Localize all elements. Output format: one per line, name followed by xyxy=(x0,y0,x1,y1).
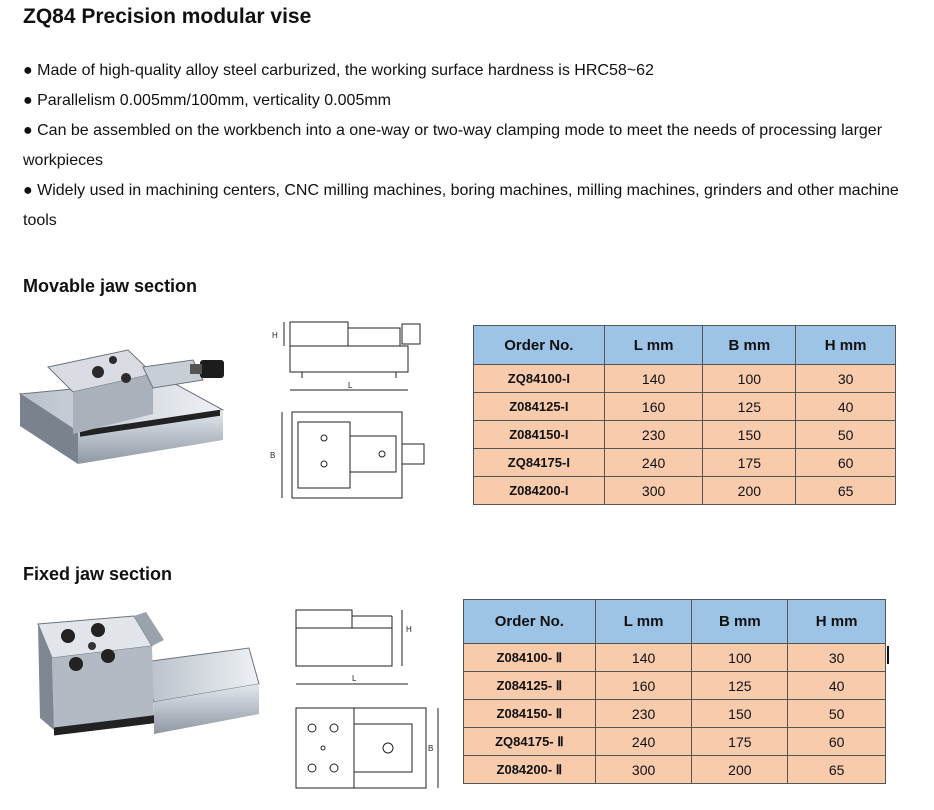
l-cell: 230 xyxy=(603,420,704,449)
table-row: Z084125- Ⅱ 160 125 40 xyxy=(463,671,886,700)
table-header-row: Order No. L mm B mm H mm xyxy=(463,599,886,644)
h-cell: 50 xyxy=(787,699,886,728)
table-row: Z084150- Ⅱ 230 150 50 xyxy=(463,699,886,728)
table-row: ZQ84175-I 240 175 60 xyxy=(473,448,896,477)
order-no-cell: ZQ84175-I xyxy=(473,448,605,477)
page-title: ZQ84 Precision modular vise xyxy=(23,5,312,28)
fixed-vise-photo xyxy=(37,612,260,736)
table-row: Z084100- Ⅱ 140 100 30 xyxy=(463,643,886,672)
b-cell: 175 xyxy=(691,727,789,756)
h-cell: 60 xyxy=(795,448,896,477)
dim-label-b: B xyxy=(270,451,275,460)
feature-item: ● Widely used in machining centers, CNC … xyxy=(23,182,899,229)
column-header: L mm xyxy=(603,325,704,365)
table-row: Z084150-I 230 150 50 xyxy=(473,420,896,449)
h-cell: 60 xyxy=(787,727,886,756)
b-cell: 125 xyxy=(702,392,797,421)
feature-item: ● Made of high-quality alloy steel carbu… xyxy=(23,62,654,79)
column-header: Order No. xyxy=(473,325,605,365)
b-cell: 100 xyxy=(691,643,789,672)
l-cell: 140 xyxy=(594,643,693,672)
l-cell: 160 xyxy=(594,671,693,700)
column-header: H mm xyxy=(795,325,896,365)
order-no-cell: Z084150-I xyxy=(473,420,605,449)
h-cell: 50 xyxy=(795,420,896,449)
column-header: B mm xyxy=(691,599,789,644)
order-no-cell: Z084200- Ⅱ xyxy=(463,755,596,784)
l-cell: 140 xyxy=(603,364,704,393)
movable-vise-drawing: H L B xyxy=(270,321,425,499)
order-no-cell: Z084200-I xyxy=(473,476,605,505)
h-cell: 65 xyxy=(795,476,896,505)
movable-spec-table: Order No. L mm B mm H mm ZQ84100-I 140 1… xyxy=(473,325,896,505)
movable-vise-photo xyxy=(18,349,225,464)
dim-label-h: H xyxy=(272,331,278,340)
feature-item: ● Can be assembled on the workbench into… xyxy=(23,122,883,169)
order-no-cell: Z084125- Ⅱ xyxy=(463,671,596,700)
order-no-cell: ZQ84100-I xyxy=(473,364,605,393)
table-row: Z084200-I 300 200 65 xyxy=(473,476,896,505)
l-cell: 160 xyxy=(603,392,704,421)
dim-label-b: B xyxy=(428,744,433,753)
feature-item: ● Parallelism 0.005mm/100mm, verticality… xyxy=(23,92,391,109)
order-no-cell: ZQ84175- Ⅱ xyxy=(463,727,596,756)
dim-label-l: L xyxy=(352,674,357,683)
feature-list: ● Made of high-quality alloy steel carbu… xyxy=(23,56,923,236)
order-no-cell: Z084125-I xyxy=(473,392,605,421)
l-cell: 230 xyxy=(594,699,693,728)
h-cell: 30 xyxy=(795,364,896,393)
b-cell: 200 xyxy=(691,755,789,784)
h-cell: 30 xyxy=(787,643,886,672)
b-cell: 150 xyxy=(691,699,789,728)
b-cell: 125 xyxy=(691,671,789,700)
column-header: Order No. xyxy=(463,599,596,644)
b-cell: 100 xyxy=(702,364,797,393)
dim-label-h: H xyxy=(406,625,412,634)
column-header: B mm xyxy=(702,325,797,365)
b-cell: 150 xyxy=(702,420,797,449)
b-cell: 200 xyxy=(702,476,797,505)
fixed-spec-table: Order No. L mm B mm H mm Z084100- Ⅱ 140 … xyxy=(463,599,886,784)
h-cell: 40 xyxy=(795,392,896,421)
order-no-cell: Z084100- Ⅱ xyxy=(463,643,596,672)
l-cell: 240 xyxy=(603,448,704,477)
order-no-cell: Z084150- Ⅱ xyxy=(463,699,596,728)
l-cell: 300 xyxy=(603,476,704,505)
l-cell: 300 xyxy=(594,755,693,784)
h-cell: 40 xyxy=(787,671,886,700)
table-row: ZQ84100-I 140 100 30 xyxy=(473,364,896,393)
h-cell: 65 xyxy=(787,755,886,784)
fixed-vise-drawing: H L B xyxy=(295,609,439,789)
text-cursor xyxy=(887,646,889,664)
b-cell: 175 xyxy=(702,448,797,477)
dim-label-l: L xyxy=(348,381,353,390)
table-row: Z084200- Ⅱ 300 200 65 xyxy=(463,755,886,784)
movable-section-heading: Movable jaw section xyxy=(23,276,198,296)
table-row: Z084125-I 160 125 40 xyxy=(473,392,896,421)
column-header: H mm xyxy=(787,599,886,644)
l-cell: 240 xyxy=(594,727,693,756)
column-header: L mm xyxy=(594,599,693,644)
table-header-row: Order No. L mm B mm H mm xyxy=(473,325,896,365)
table-row: ZQ84175- Ⅱ 240 175 60 xyxy=(463,727,886,756)
fixed-section-heading: Fixed jaw section xyxy=(23,564,173,584)
